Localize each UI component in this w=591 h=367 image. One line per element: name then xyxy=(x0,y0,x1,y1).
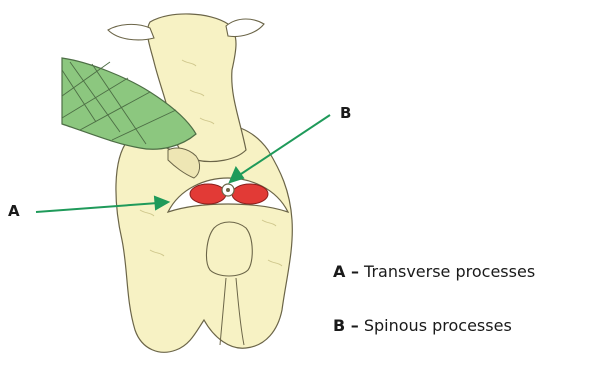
label-a: A xyxy=(8,202,20,220)
legend-key: A – xyxy=(333,262,359,281)
label-b: B xyxy=(340,104,351,122)
legend-text: Transverse processes xyxy=(364,262,535,281)
vertebra-left-lobe xyxy=(190,184,226,204)
legend-item-spinous: B – Spinous processes xyxy=(333,316,512,335)
legend-item-transverse: A – Transverse processes xyxy=(333,262,535,281)
sheep-tail xyxy=(207,222,253,276)
vertebra-right-lobe xyxy=(232,184,268,204)
legend-key: B – xyxy=(333,316,359,335)
sheep-ear-right xyxy=(226,19,264,37)
sheep-ear-left xyxy=(108,24,154,40)
spinous-process-dot xyxy=(226,188,230,192)
legend-text: Spinous processes xyxy=(364,316,512,335)
